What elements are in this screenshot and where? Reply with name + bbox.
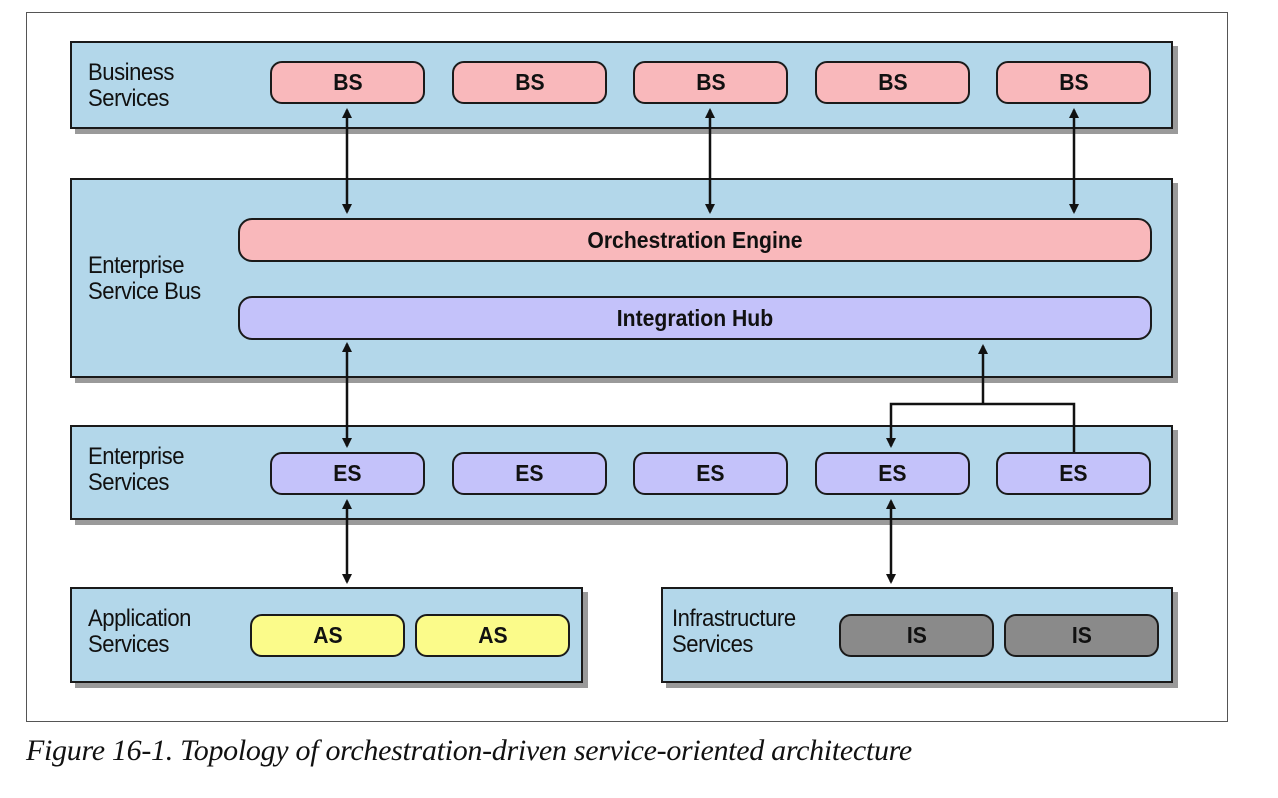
- infrastructure-services-label: Infrastructure Services: [672, 605, 796, 658]
- business-service-1: BS: [270, 61, 425, 104]
- figure-caption: Figure 16-1. Topology of orchestration-d…: [26, 734, 912, 767]
- business-service-3: BS: [633, 61, 788, 104]
- enterprise-service-bus-layer: [70, 178, 1173, 378]
- application-service-2: AS: [415, 614, 570, 657]
- business-services-label: Business Services: [88, 59, 174, 112]
- enterprise-service-2: ES: [452, 452, 607, 495]
- application-service-1: AS: [250, 614, 405, 657]
- enterprise-service-5: ES: [996, 452, 1151, 495]
- enterprise-service-4: ES: [815, 452, 970, 495]
- business-service-4: BS: [815, 61, 970, 104]
- business-service-2: BS: [452, 61, 607, 104]
- enterprise-services-label: Enterprise Services: [88, 443, 185, 496]
- enterprise-service-1: ES: [270, 452, 425, 495]
- application-services-label: Application Services: [88, 605, 191, 658]
- business-service-5: BS: [996, 61, 1151, 104]
- enterprise-service-bus-label: Enterprise Service Bus: [88, 252, 201, 305]
- enterprise-service-3: ES: [633, 452, 788, 495]
- orchestration-engine: Orchestration Engine: [238, 218, 1152, 262]
- infrastructure-service-1: IS: [839, 614, 994, 657]
- business-services-layer: [70, 41, 1173, 129]
- infrastructure-service-2: IS: [1004, 614, 1159, 657]
- integration-hub: Integration Hub: [238, 296, 1152, 340]
